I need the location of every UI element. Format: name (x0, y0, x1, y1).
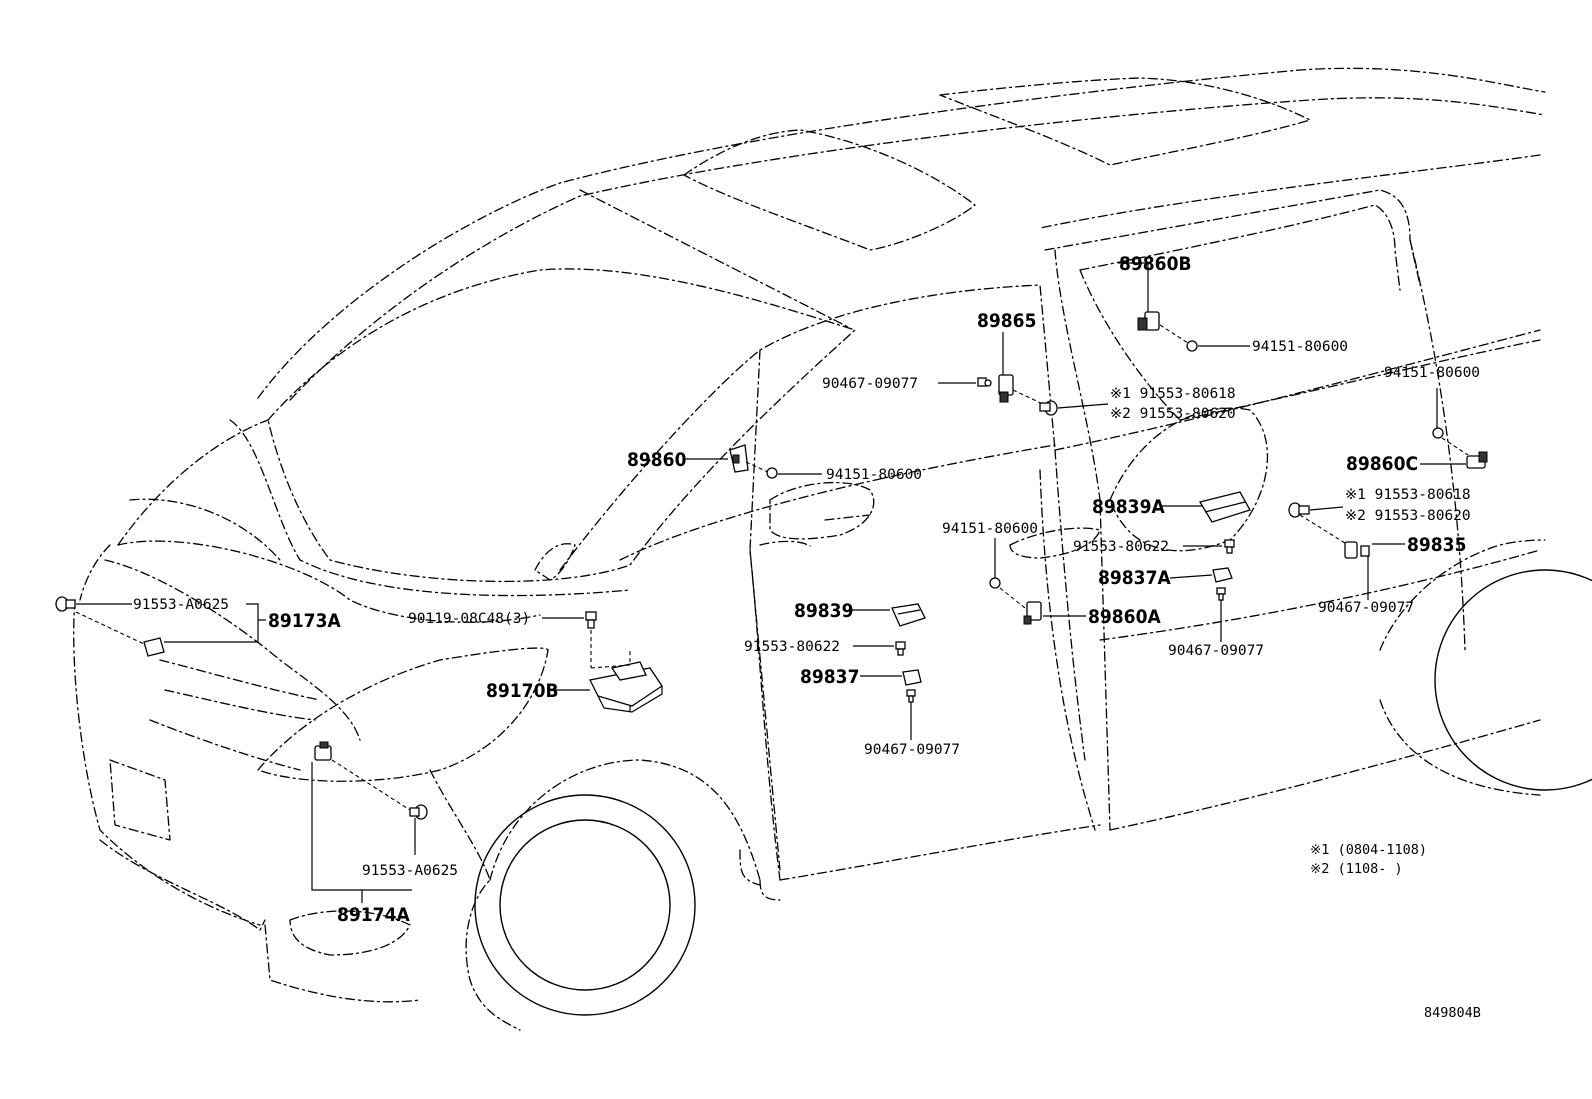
airbag-sensor-assembly-89170B-icon (589, 661, 663, 713)
footnote-1: ※1 (0804-1108) (1310, 842, 1427, 858)
label-89860B: 89860B (1119, 253, 1192, 275)
sensor-89839-icon (891, 603, 926, 627)
label-91553-80618: ※1 91553-80618 (1345, 487, 1471, 503)
label-91553-A0625: 91553-A0625 (362, 863, 458, 879)
sensor-89839A-icon (1198, 491, 1251, 523)
label-90467-09077: 90467-09077 (1318, 600, 1414, 616)
nut-icon (1186, 340, 1198, 352)
label-89865: 89865 (977, 310, 1036, 332)
bolt-icon (1224, 539, 1235, 554)
sensor-89835-icon (1344, 541, 1370, 559)
sensor-parts (55, 311, 1488, 820)
bolt-icon (895, 641, 906, 656)
nut-icon (989, 577, 1001, 589)
footnote-2: ※2 (1108- ) (1310, 861, 1403, 877)
label-91553-80622: 91553-80622 (1073, 539, 1169, 555)
label-91553-80620: ※2 91553-80620 (1345, 508, 1471, 524)
nut-icon (766, 467, 778, 479)
label-90467-09077: 90467-09077 (1168, 643, 1264, 659)
label-94151-80600: 94151-80600 (942, 521, 1038, 537)
label-94151-80600: 94151-80600 (826, 467, 922, 483)
bolt-icon (1039, 400, 1058, 416)
label-89839A: 89839A (1092, 496, 1165, 518)
label-94151-80600: 94151-80600 (1252, 339, 1348, 355)
label-91553-80620: ※2 91553-80620 (1110, 406, 1236, 422)
label-94151-80600: 94151-80600 (1384, 365, 1480, 381)
sensor-89865-icon (998, 374, 1014, 403)
sensor-89860-icon (729, 444, 749, 473)
label-91553-A0625: 91553-A0625 (133, 597, 229, 613)
sensor-89860C-icon (1466, 451, 1488, 469)
label-89837A: 89837A (1098, 567, 1171, 589)
label-89173A: 89173A (268, 610, 341, 632)
bolt-icon (55, 596, 76, 612)
label-90467-09077: 90467-09077 (822, 376, 918, 392)
label-90119-08C48: 90119-08C48(3) (408, 611, 530, 627)
bolt-icon (977, 377, 992, 387)
label-89170B: 89170B (486, 680, 559, 702)
label-91553-80618: ※1 91553-80618 (1110, 386, 1236, 402)
bolt-icon (1216, 587, 1226, 601)
sensor-89837A-icon (1212, 567, 1233, 583)
bolt-icon (906, 689, 916, 703)
label-89839: 89839 (794, 600, 853, 622)
label-89837: 89837 (800, 666, 859, 688)
part-labels: 89860B 94151-80600 89865 90467-09077 ※1 … (133, 253, 1480, 926)
label-89860A: 89860A (1088, 606, 1161, 628)
label-91553-80622: 91553-80622 (744, 639, 840, 655)
bolt-icon (1288, 502, 1310, 518)
bolt-icon (585, 611, 597, 629)
sensor-89860A-icon (1023, 601, 1042, 625)
sensor-89173A-icon (143, 637, 165, 657)
diagram-code: 849804B (1424, 1005, 1481, 1021)
label-89835: 89835 (1407, 534, 1466, 556)
label-89860C: 89860C (1346, 453, 1418, 475)
footnotes: ※1 (0804-1108) ※2 (1108- ) 849804B (1310, 842, 1481, 1021)
sensor-89837-icon (902, 669, 922, 686)
label-89174A: 89174A (337, 904, 410, 926)
bolt-icon (409, 804, 428, 820)
sensor-89860B-icon (1137, 311, 1160, 331)
leader-lines (75, 262, 1469, 903)
vehicle-outline (73, 67, 1592, 1031)
label-89860: 89860 (627, 449, 687, 471)
label-90467-09077: 90467-09077 (864, 742, 960, 758)
nut-icon (1432, 427, 1444, 439)
sensor-89174A-icon (314, 741, 332, 761)
